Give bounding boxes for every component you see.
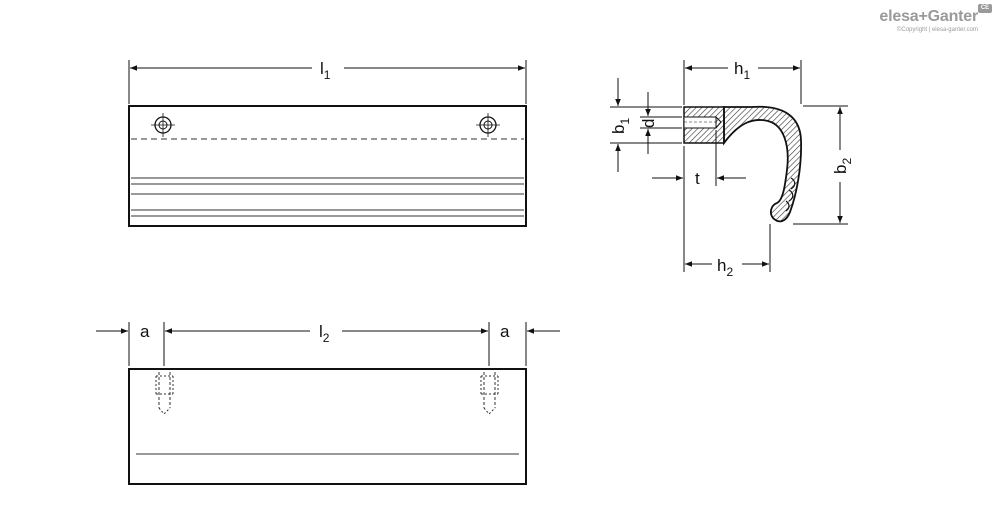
dimension-a-left: a [96, 322, 150, 341]
label-h1-sub: 1 [743, 68, 750, 82]
mounting-hole-left [151, 113, 175, 137]
brand-watermark: elesa+Ganter ©Copyright | elesa-ganter.c… [879, 4, 992, 34]
ce-badge-icon: CE [978, 4, 992, 13]
svg-text:h1: h1 [734, 59, 750, 82]
label-l2-sub: 2 [323, 331, 330, 345]
svg-text:h2: h2 [717, 256, 733, 279]
label-l1: l [320, 59, 324, 78]
label-h2: h [717, 256, 726, 275]
label-a-right: a [500, 322, 510, 341]
label-l2: l [319, 322, 323, 341]
brand-separator: + [918, 8, 928, 25]
dimension-l2: l2 [165, 322, 488, 345]
label-h1: h [734, 59, 743, 78]
dimension-b1: b1 [609, 78, 682, 172]
top-view: l1 [128, 59, 527, 227]
mounting-hole-right [476, 113, 500, 137]
top-view-outline [128, 105, 527, 227]
label-b1-sub: 1 [618, 118, 632, 125]
brand-name-part2: Ganter [927, 8, 979, 25]
dimension-h1: h1 [683, 59, 802, 105]
svg-text:l2: l2 [319, 322, 330, 345]
label-b2: b [831, 165, 850, 174]
label-l1-sub: 1 [324, 68, 331, 82]
front-view-outline [128, 368, 527, 485]
threaded-insert-right [480, 372, 499, 415]
front-view: a l2 a [96, 322, 560, 485]
dimension-a-right: a [500, 322, 560, 341]
side-view: h1 h2 b2 b1 [609, 59, 854, 279]
svg-text:b1: b1 [609, 118, 632, 134]
threaded-insert-left [155, 372, 174, 415]
dimension-h2: h2 [683, 146, 771, 279]
svg-text:b2: b2 [831, 158, 854, 174]
label-t: t [695, 169, 700, 188]
dimension-t: t [652, 130, 746, 188]
thread-hole [683, 116, 717, 129]
label-b2-sub: 2 [840, 158, 854, 165]
svg-text:l1: l1 [320, 59, 331, 82]
label-d: d [639, 119, 658, 128]
dimension-d: d [639, 92, 682, 154]
brand-name-part1: elesa [879, 8, 919, 25]
dimension-b2: b2 [793, 105, 854, 225]
handle-profile [723, 105, 802, 223]
label-a-left: a [140, 322, 150, 341]
label-b1: b [609, 125, 628, 134]
dimension-l1: l1 [128, 59, 527, 104]
brand-copyright: ©Copyright | elesa-ganter.com [896, 27, 978, 33]
label-h2-sub: 2 [726, 265, 733, 279]
